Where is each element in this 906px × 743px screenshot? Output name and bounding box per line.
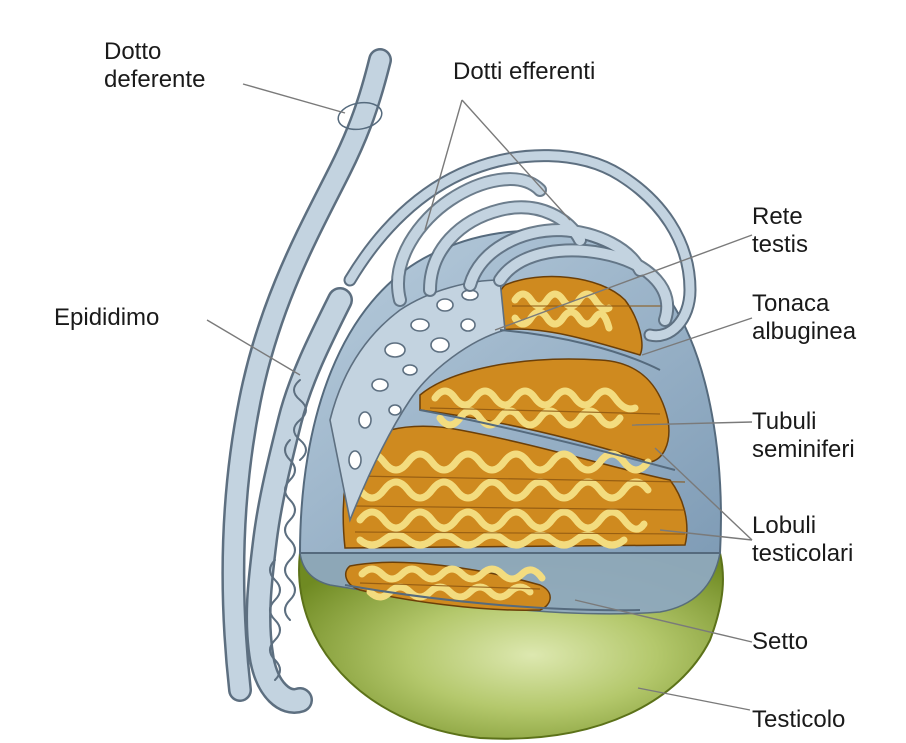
label-lobuli-testicolari-line2: testicolari	[752, 540, 853, 568]
label-dotti-efferenti: Dotti efferenti	[453, 58, 595, 86]
label-tubuli-seminiferi-line2: seminiferi	[752, 436, 855, 464]
label-dotti-efferenti-text: Dotti efferenti	[453, 58, 595, 86]
label-setto-text: Setto	[752, 628, 808, 656]
label-testicolo-text: Testicolo	[752, 706, 845, 734]
label-tubuli-seminiferi-line1: Tubuli	[752, 408, 855, 436]
label-dotto-deferente-line2: deferente	[104, 66, 205, 94]
label-lobuli-testicolari: Lobuli testicolari	[752, 512, 853, 568]
label-rete-testis-line1: Rete	[752, 203, 808, 231]
label-dotto-deferente: Dotto deferente	[104, 38, 205, 94]
label-rete-testis: Rete testis	[752, 203, 808, 259]
label-tonaca-albuginea: Tonaca albuginea	[752, 290, 856, 346]
label-rete-testis-line2: testis	[752, 231, 808, 259]
label-dotto-deferente-line1: Dotto	[104, 38, 205, 66]
label-tubuli-seminiferi: Tubuli seminiferi	[752, 408, 855, 464]
label-epididimo-text: Epididimo	[54, 304, 159, 332]
label-tonaca-albuginea-line1: Tonaca	[752, 290, 856, 318]
label-lobuli-testicolari-line1: Lobuli	[752, 512, 853, 540]
label-epididimo: Epididimo	[54, 304, 159, 332]
label-setto: Setto	[752, 628, 808, 656]
label-testicolo: Testicolo	[752, 706, 845, 734]
label-tonaca-albuginea-line2: albuginea	[752, 318, 856, 346]
